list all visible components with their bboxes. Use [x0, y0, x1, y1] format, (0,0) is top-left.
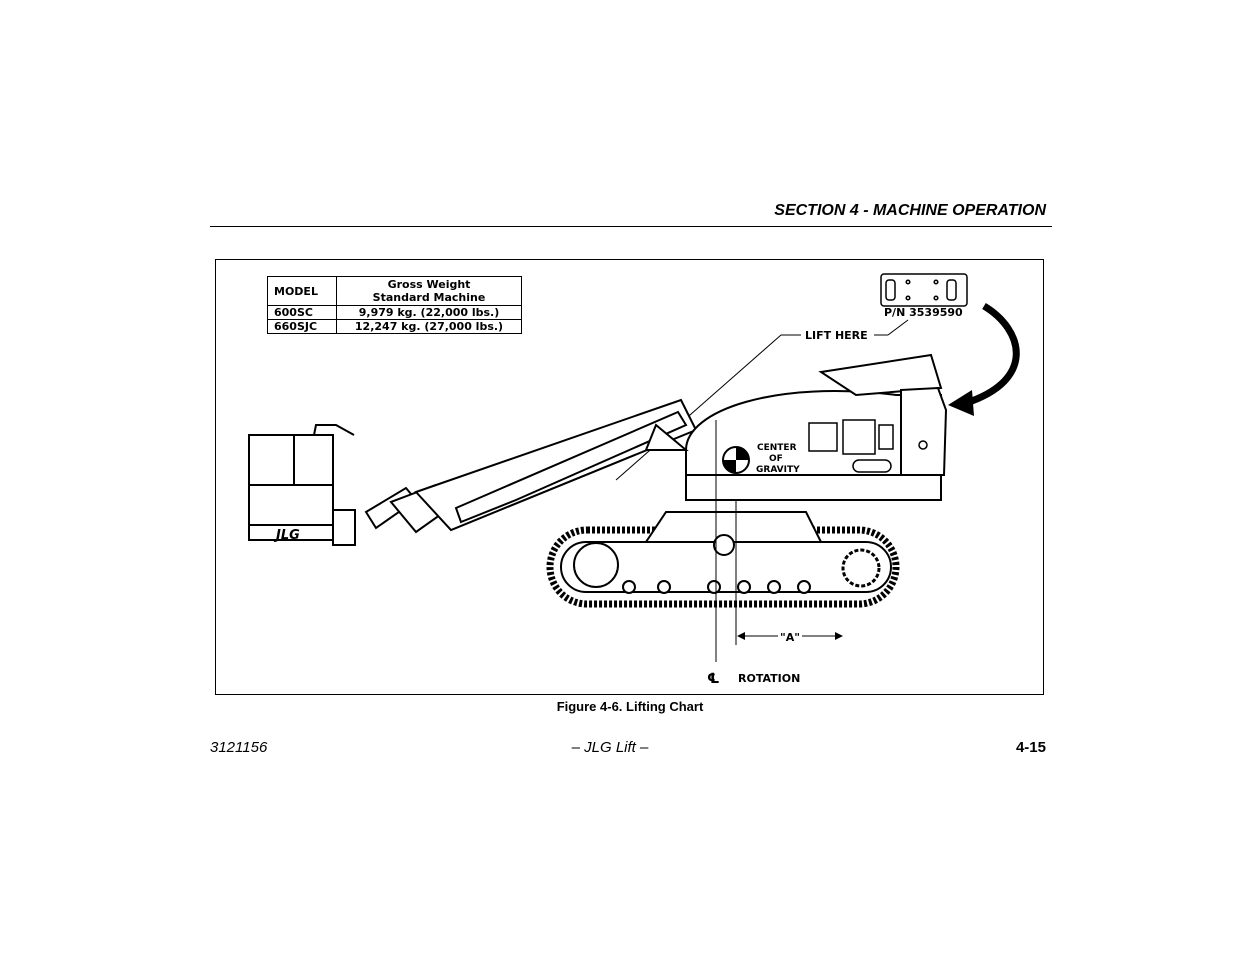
header-gross-weight: Gross Weight Standard Machine [336, 276, 522, 306]
arrow-left-icon [737, 632, 745, 640]
model-cell: 660SJC [267, 319, 337, 334]
document-number: 3121156 [210, 739, 268, 756]
leader-line [887, 319, 909, 336]
crawler-track [546, 511, 900, 608]
product-name: – JLG Lift – [571, 739, 649, 756]
cog-label-line2: OF [769, 454, 783, 464]
cog-label-line3: GRAVITY [756, 465, 800, 475]
turret-body [644, 353, 948, 501]
cog-label-line1: CENTER [757, 443, 797, 453]
platform-basket [248, 424, 356, 546]
decal-plate-icon [880, 273, 968, 307]
figure-caption: Figure 4-6. Lifting Chart [556, 699, 704, 714]
part-number-label: P/N 3539590 [884, 306, 963, 319]
jlg-logo: JLG [273, 528, 300, 543]
curved-arrow-icon [964, 303, 1020, 407]
weights-table: MODEL Gross Weight Standard Machine 600S… [267, 276, 522, 334]
header-weight-line1: Gross Weight [387, 278, 471, 291]
table-row: 660SJC 12,247 kg. (27,000 lbs.) [267, 319, 522, 334]
weight-cell: 12,247 kg. (27,000 lbs.) [336, 319, 522, 334]
lift-here-label: LIFT HERE [805, 329, 868, 342]
rotation-label: ROTATION [738, 672, 800, 685]
arrow-head-icon [948, 390, 974, 416]
arrow-right-icon [835, 632, 843, 640]
center-of-gravity-icon [722, 446, 750, 474]
centerline-symbol: ℄ [707, 671, 720, 687]
table-header-row: MODEL Gross Weight Standard Machine [267, 276, 522, 306]
turret-windows [808, 419, 928, 473]
track-rollers [622, 580, 811, 594]
figure-frame [215, 259, 1044, 695]
machine-diagram: P/N 3539590 LIFT HERE JLG [248, 273, 1020, 687]
page-number: 4-15 [1015, 739, 1046, 756]
dimension-a-label: "A" [780, 631, 800, 644]
section-title: SECTION 4 - MACHINE OPERATION [774, 202, 1046, 219]
table-row: 600SC 9,979 kg. (22,000 lbs.) [267, 305, 522, 320]
leader-line [615, 334, 782, 481]
boom-arm [364, 398, 698, 534]
header-rule [210, 226, 1052, 227]
header-weight-line2: Standard Machine [372, 291, 486, 304]
